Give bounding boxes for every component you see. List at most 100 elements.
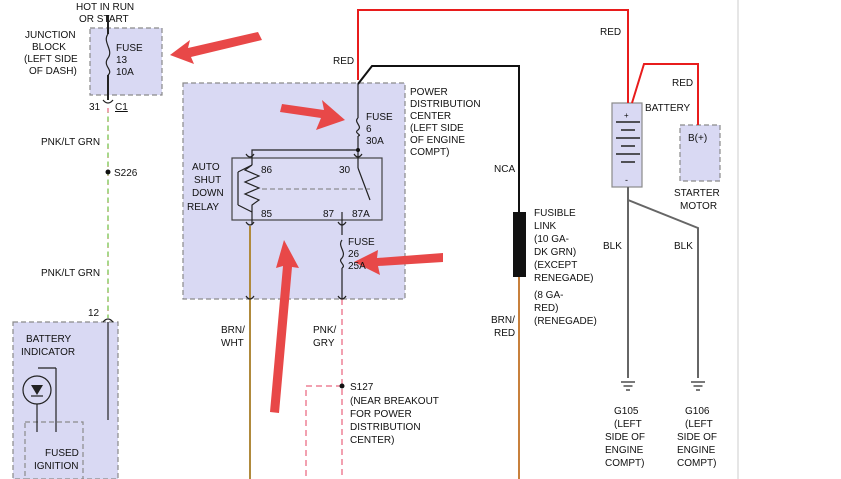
junction-block-label-4: OF DASH)	[29, 66, 77, 77]
s127-label: S127	[350, 382, 374, 393]
pdc-junction-dot	[356, 148, 360, 152]
pdc-label-6: COMPT)	[410, 147, 449, 158]
red-wire-starter	[631, 63, 699, 125]
fuse-13-number: 13	[116, 55, 128, 66]
fuse-13-symbol	[105, 33, 111, 76]
g106-label-5: COMPT)	[677, 458, 716, 469]
arrow-fuse-6	[280, 100, 345, 130]
fuse-26-label: FUSE	[348, 237, 375, 248]
pin-87-connector-icon	[337, 221, 347, 226]
blk-label-1: BLK	[603, 241, 622, 252]
pin-87a-label: 87A	[352, 209, 370, 220]
fuse-26-symbol	[339, 239, 345, 269]
g106-label-3: SIDE OF	[677, 432, 717, 443]
brn-wht-label-2: WHT	[221, 338, 244, 349]
pnk-lt-grn-label-2: PNK/LT GRN	[41, 268, 100, 279]
pin-86-connector-icon	[245, 153, 255, 158]
s226-splice-dot	[105, 169, 111, 175]
battery-indicator-diode-icon	[22, 367, 57, 432]
arrow-relay	[270, 240, 299, 413]
g105-label-1: G105	[614, 406, 639, 417]
junction-block-box	[89, 27, 163, 96]
fuse-26-rating: 25A	[348, 261, 366, 272]
fuse-13-rating: 10A	[116, 67, 134, 78]
g106-ground-wire	[627, 199, 699, 378]
red-wire-label-3: RED	[672, 78, 693, 89]
pdc-label-5: OF ENGINE	[410, 135, 465, 146]
pdc-label-3: CENTER	[410, 111, 451, 122]
g105-label-2: (LEFT	[614, 419, 642, 430]
s127-desc-2: FOR POWER	[350, 409, 412, 420]
connector-c1-label: C1	[115, 102, 128, 113]
relay-switch	[357, 167, 371, 201]
nca-black-wire	[357, 65, 520, 212]
fuse-6-number: 6	[366, 124, 372, 135]
pdc-label-1: POWER	[410, 87, 448, 98]
relay-coil	[243, 164, 261, 212]
s226-label: S226	[114, 168, 138, 179]
s127-branch	[305, 385, 342, 479]
brn-red-label-2: RED	[494, 328, 515, 339]
fuse-6-label: FUSE	[366, 112, 393, 123]
pin-30-connector-icon	[353, 153, 363, 158]
red-wire-main	[357, 9, 629, 103]
fusible-link-label-8: RED)	[534, 303, 558, 314]
asd-relay-label-2: SHUT	[194, 175, 221, 186]
pdc-out-left-connector-icon	[245, 295, 255, 300]
g105-label-3: SIDE OF	[605, 432, 645, 443]
g105-label-5: COMPT)	[605, 458, 644, 469]
brn-red-label-1: BRN/	[491, 315, 515, 326]
fuse-6-rating: 30A	[366, 136, 384, 147]
pin-31-label: 31	[89, 102, 101, 113]
junction-block-label-3: (LEFT SIDE	[24, 54, 78, 65]
pnk-lt-grn-label-1: PNK/LT GRN	[41, 137, 100, 148]
battery-plus-label: +	[624, 111, 629, 120]
relay-feed-86	[251, 136, 359, 165]
pin-85-label: 85	[261, 209, 273, 220]
nca-label: NCA	[494, 164, 515, 175]
arrow-fuse-26	[354, 250, 443, 275]
starter-motor-label-1: STARTER	[674, 188, 720, 199]
arrow-fuse-13	[170, 32, 262, 64]
battery-cells-icon	[616, 121, 640, 163]
s127-splice-dot	[339, 383, 345, 389]
pdc-out-right-connector-icon	[337, 295, 347, 300]
c1-connector-icon	[102, 99, 114, 104]
relay-resistor-bottom	[237, 204, 253, 213]
junction-block-label-1: JUNCTION	[25, 30, 76, 41]
hot-in-run-label: HOT IN RUN	[76, 2, 134, 13]
pin-30-label: 30	[339, 165, 351, 176]
battery-indicator-label-1: BATTERY	[26, 334, 72, 345]
pnk-gry-label-2: GRY	[313, 338, 335, 349]
fusible-link-label-3: (10 GA-	[534, 234, 569, 245]
asd-relay-label-1: AUTO	[192, 162, 220, 173]
pin-12-connector-icon	[102, 318, 114, 323]
b-plus-label: B(+)	[688, 133, 707, 144]
pdc-label-4: (LEFT SIDE	[410, 123, 464, 134]
fusible-link-label-1: FUSIBLE	[534, 208, 576, 219]
fuse-13-label: FUSE	[116, 43, 143, 54]
red-wire-label-2: RED	[600, 27, 621, 38]
s127-desc-1: (NEAR BREAKOUT	[350, 396, 439, 407]
relay-resistor-top	[237, 164, 253, 173]
g106-label-4: ENGINE	[677, 445, 716, 456]
fused-ignition-label-2: IGNITION	[34, 461, 78, 472]
pdc-label-2: DISTRIBUTION	[410, 99, 481, 110]
fuse-6-symbol	[355, 117, 361, 137]
fusible-link-label-6: RENEGADE)	[534, 273, 593, 284]
starter-motor-label-2: MOTOR	[680, 201, 717, 212]
g105-label-4: ENGINE	[605, 445, 644, 456]
asd-relay-label-3: DOWN	[192, 188, 224, 199]
fused-ignition-label-1: FUSED	[45, 448, 79, 459]
s127-desc-3: DISTRIBUTION	[350, 422, 421, 433]
g106-label-2: (LEFT	[685, 419, 713, 430]
fusible-link-label-2: LINK	[534, 221, 557, 232]
asd-relay-label-4: RELAY	[187, 202, 219, 213]
fusible-link-label-9: (RENEGADE)	[534, 316, 597, 327]
fuse-26-number: 26	[348, 249, 360, 260]
pin-86-label: 86	[261, 165, 273, 176]
junction-block-label-2: BLOCK	[32, 42, 66, 53]
pin-85-connector-icon	[245, 221, 255, 226]
battery-indicator-label-2: INDICATOR	[21, 347, 75, 358]
fusible-link	[513, 212, 526, 277]
